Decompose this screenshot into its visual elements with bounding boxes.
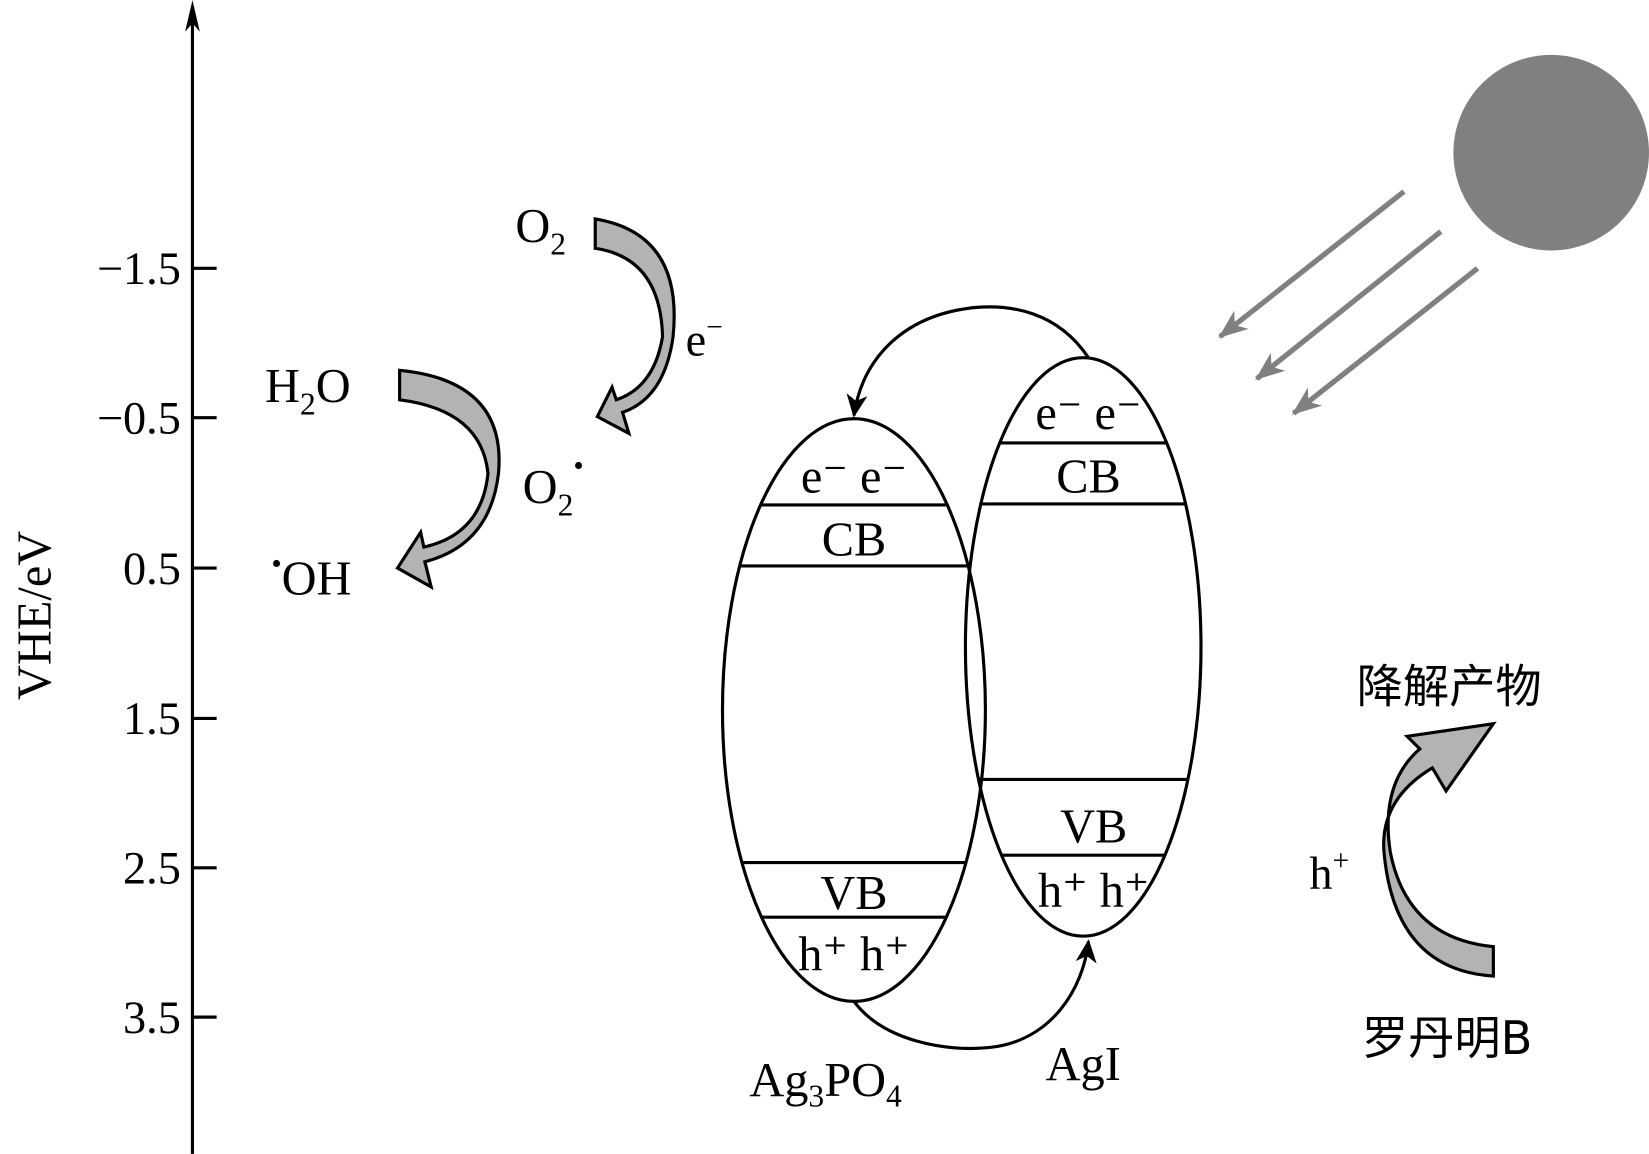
agi-ellipse bbox=[963, 356, 1203, 938]
ag3po4-vb: VB bbox=[820, 867, 887, 920]
ag3po4-label: Ag3PO4 bbox=[749, 1054, 902, 1114]
o2-reduction-arrow-icon bbox=[593, 217, 676, 437]
tick-label: 0.5 bbox=[123, 544, 181, 595]
agi-cb: CB bbox=[1056, 450, 1121, 503]
ag3po4-band: e⁻ e⁻ CB VB h⁺ h⁺ bbox=[720, 417, 987, 1003]
sun-icon bbox=[1453, 54, 1649, 251]
agi-band: e⁻ e⁻ CB VB h⁺ h⁺ bbox=[963, 356, 1203, 938]
tick-label: −1.5 bbox=[97, 244, 181, 295]
h2o-oxidation-arrow-icon bbox=[395, 368, 501, 591]
agi-vb: VB bbox=[1060, 801, 1127, 854]
h2o-label: H2O bbox=[265, 360, 351, 422]
light-ray-arrow-icon bbox=[1291, 266, 1480, 416]
tick-label: −0.5 bbox=[97, 393, 181, 444]
hydroxyl-label: •OH bbox=[271, 548, 351, 605]
o2-label: O2 bbox=[515, 200, 566, 262]
electron-transfer-arrow-icon bbox=[846, 305, 1090, 418]
superoxide-label: O2• bbox=[523, 451, 584, 523]
light-ray-arrow-icon bbox=[1255, 229, 1443, 381]
ag3po4-electrons: e⁻ e⁻ bbox=[801, 450, 907, 503]
light-ray-arrow-icon bbox=[1218, 189, 1406, 339]
degradation-product-label: 降解产物 bbox=[1357, 660, 1542, 714]
degradation-arrow-icon bbox=[1382, 721, 1497, 978]
agi-electrons: e⁻ e⁻ bbox=[1035, 387, 1141, 440]
axis-arrow-icon bbox=[185, 0, 200, 32]
energy-axis: −1.5 −0.5 0.5 1.5 2.5 3.5 VHE/eV bbox=[8, 0, 217, 1154]
tick-label: 2.5 bbox=[123, 844, 181, 895]
tick-label: 3.5 bbox=[123, 993, 181, 1044]
hole-transfer-arrow-icon bbox=[852, 939, 1097, 1051]
tick-label: 1.5 bbox=[123, 694, 181, 745]
light-rays bbox=[1218, 189, 1480, 416]
rhodamine-b-label: 罗丹明B bbox=[1362, 1011, 1533, 1065]
agi-holes: h⁺ h⁺ bbox=[1038, 865, 1150, 918]
electron-label: e− bbox=[686, 312, 723, 367]
ag3po4-cb: CB bbox=[822, 513, 887, 566]
agi-label: AgI bbox=[1046, 1038, 1121, 1091]
axis-title: VHE/eV bbox=[8, 531, 61, 700]
ag3po4-holes: h⁺ h⁺ bbox=[798, 928, 910, 981]
hole-label: h+ bbox=[1309, 845, 1349, 900]
